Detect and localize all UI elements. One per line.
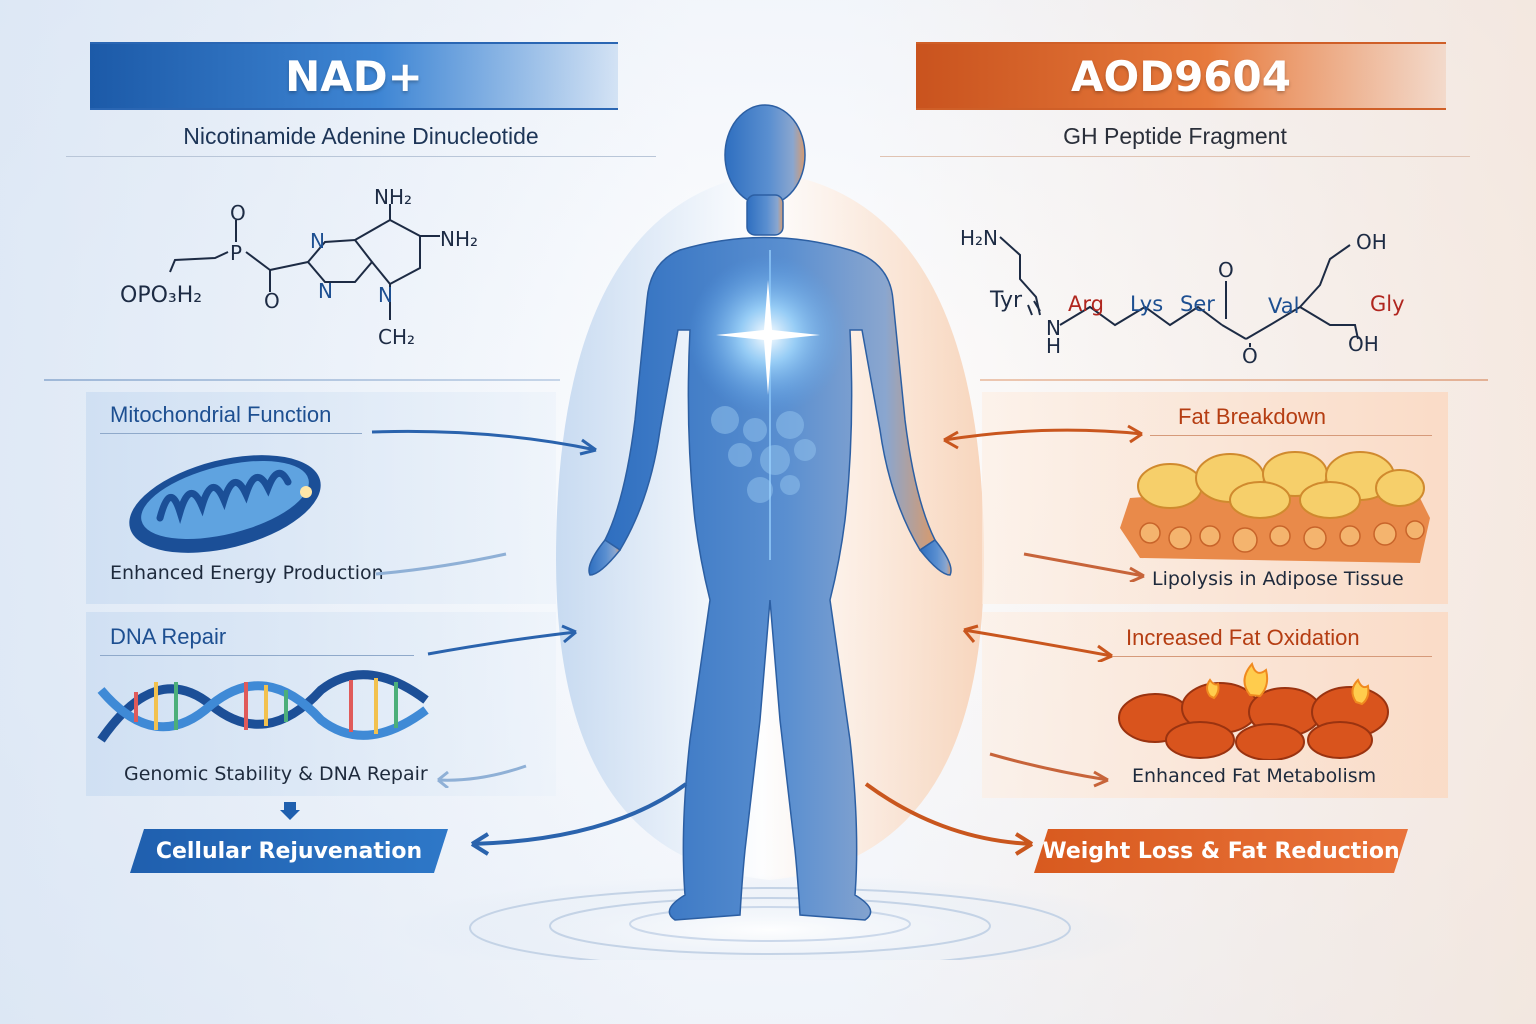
dna-repair-title: DNA Repair <box>110 624 227 649</box>
dna-repair-panel <box>86 612 556 796</box>
cellular-rejuvenation-banner: Cellular Rejuvenation <box>130 829 448 873</box>
arrow-to-body <box>371 429 597 456</box>
mitochondrion-icon <box>129 455 321 553</box>
amino-acid-label: Gly <box>1370 292 1405 316</box>
atom-label: NH₂ <box>440 227 478 251</box>
atom-label: N <box>310 229 325 253</box>
fat-metabolism-caption: Enhanced Fat Metabolism <box>1132 765 1377 787</box>
amino-acid-label: Tyr <box>989 288 1023 313</box>
double-arrow <box>962 624 1113 662</box>
aod9604-peptide-structure: H₂N Tyr Arg Lys Ser Val Gly OH OH O O N … <box>960 226 1405 368</box>
amino-acid-label: Ser <box>1180 292 1215 316</box>
atom-label: O <box>1218 258 1234 282</box>
atom-label: OPO₃H₂ <box>120 283 202 308</box>
fat-cells-icon <box>1120 451 1430 563</box>
lipolysis-caption: Lipolysis in Adipose Tissue <box>1152 568 1404 590</box>
left-divider <box>44 379 560 381</box>
fat-oxidation-title: Increased Fat Oxidation <box>1126 625 1360 650</box>
title-underline <box>100 433 362 434</box>
title-underline <box>1150 435 1432 436</box>
fat-breakdown-title: Fat Breakdown <box>1178 404 1326 429</box>
double-arrow <box>943 424 1143 450</box>
atom-label: O <box>1242 344 1258 368</box>
caption-arrow <box>1023 552 1145 582</box>
amino-acid-label: Arg <box>1068 292 1104 316</box>
atom-label: O <box>264 289 280 313</box>
burning-fat-icon <box>1118 661 1389 760</box>
nad-subtitle: Nicotinamide Adenine Dinucleotide <box>66 116 656 157</box>
human-body-figure <box>390 104 1150 960</box>
atom-label: O <box>230 201 246 225</box>
caption-arrow <box>375 552 507 576</box>
arrow-to-body <box>427 624 577 656</box>
atom-label: H₂N <box>960 226 998 250</box>
aod9604-subtitle: GH Peptide Fragment <box>880 116 1470 157</box>
down-arrow-icon <box>280 802 300 820</box>
amino-acid-label: Lys <box>1130 292 1163 316</box>
nad-molecule-structure: O P O OPO₃H₂ N N N NH₂ NH₂ CH₂ <box>120 185 478 349</box>
atom-label: N <box>378 283 393 307</box>
title-underline <box>1110 656 1432 657</box>
atom-label: P <box>230 241 242 265</box>
aod9604-header: AOD9604 <box>916 42 1446 110</box>
amino-acid-label: Val <box>1268 294 1299 318</box>
atom-label: N <box>1046 316 1061 340</box>
atom-label: CH₂ <box>378 325 415 349</box>
caption-arrow <box>989 752 1109 788</box>
atom-label: NH₂ <box>374 185 412 209</box>
weight-loss-banner: Weight Loss & Fat Reduction <box>1034 829 1408 873</box>
atom-label: OH <box>1356 230 1387 254</box>
mitochondrial-title: Mitochondrial Function <box>110 402 332 427</box>
atom-label: H <box>1046 334 1061 358</box>
arrow-to-result <box>470 782 688 856</box>
caption-arrow <box>437 764 527 788</box>
genomic-caption: Genomic Stability & DNA Repair <box>124 763 428 785</box>
arrow-to-result <box>864 782 1034 856</box>
title-underline <box>100 655 414 656</box>
atom-label: N <box>318 279 333 303</box>
right-divider <box>980 379 1488 381</box>
nad-header: NAD+ <box>90 42 618 110</box>
dna-helix-icon <box>97 670 429 743</box>
energy-caption: Enhanced Energy Production <box>110 562 384 584</box>
atom-label: OH <box>1348 332 1379 356</box>
